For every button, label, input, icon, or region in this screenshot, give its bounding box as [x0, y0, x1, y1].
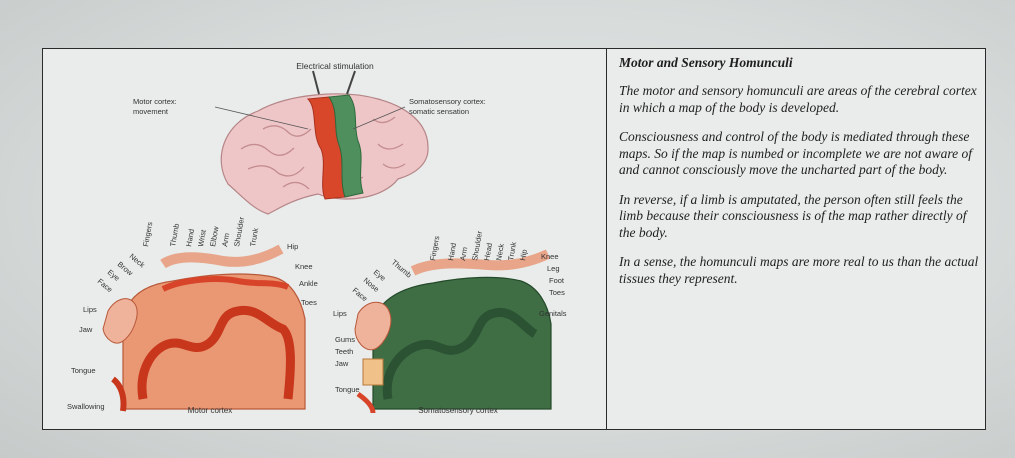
motor-label-elbow: Elbow: [208, 225, 221, 247]
somatosensory-cortex-caption: Somatosensory cortex: [418, 406, 498, 415]
electrical-stimulation-label: Electrical stimulation: [296, 61, 374, 71]
electrode-left: [313, 71, 319, 94]
motor-label-thumb: Thumb: [168, 223, 181, 248]
panel-divider: [606, 49, 607, 429]
sensory-label-head: Head: [482, 242, 494, 261]
sensory-label-neck: Neck: [494, 243, 506, 262]
sensory-label-gums: Gums: [335, 335, 355, 344]
somatosensory-cortex-sublabel: somatic sensation: [409, 107, 469, 116]
explanation-paragraph-2: Consciousness and control of the body is…: [619, 129, 979, 179]
explanation-paragraph-4: In a sense, the homunculi maps are more …: [619, 254, 979, 287]
motor-cortex-label: Motor cortex:: [133, 97, 177, 106]
sensory-label-leg: Leg: [547, 264, 560, 273]
sensory-label-toes: Toes: [549, 288, 565, 297]
motor-label-wrist: Wrist: [196, 228, 208, 247]
sensory-label-face: Face: [351, 286, 370, 304]
motor-label-shoulder: Shoulder: [232, 216, 246, 248]
motor-label-eye: Eye: [106, 268, 122, 283]
motor-homunculus: [103, 249, 305, 411]
sensory-label-hip: Hip: [518, 249, 529, 262]
motor-label-jaw: Jaw: [79, 325, 93, 334]
homunculus-diagram: Electrical stimulation Motor cortex: mov…: [43, 49, 606, 429]
sensory-label-fingers: Fingers: [428, 235, 441, 261]
motor-label-ankle: Ankle: [299, 279, 318, 288]
sensory-label-thumb: Thumb: [390, 258, 414, 280]
sensory-label-teeth: Teeth: [335, 347, 353, 356]
sensory-label-foot: Foot: [549, 276, 565, 285]
sensory-label-genitals: Genitals: [539, 309, 567, 318]
motor-label-hand: Hand: [184, 228, 196, 247]
explanation-paragraph-1: The motor and sensory homunculi are area…: [619, 83, 979, 116]
sensory-label-trunk: Trunk: [506, 241, 518, 261]
brain-illustration: [215, 71, 428, 214]
motor-label-toes: Toes: [301, 298, 317, 307]
electrode-right: [347, 71, 355, 94]
sensory-label-jaw: Jaw: [335, 359, 349, 368]
sensory-label-knee: Knee: [541, 252, 559, 261]
motor-label-fingers: Fingers: [141, 221, 154, 247]
explanation-panel: Motor and Sensory Homunculi The motor an…: [619, 55, 979, 425]
slide-frame: Electrical stimulation Motor cortex: mov…: [42, 48, 986, 430]
motor-cortex-sublabel: movement: [133, 107, 169, 116]
motor-label-knee: Knee: [295, 262, 313, 271]
motor-label-hip: Hip: [287, 242, 298, 251]
motor-label-swallowing: Swallowing: [67, 402, 105, 411]
sensory-label-lips: Lips: [333, 309, 347, 318]
motor-label-trunk: Trunk: [248, 227, 260, 247]
motor-label-tongue: Tongue: [71, 366, 96, 375]
sensory-label-tongue: Tongue: [335, 385, 360, 394]
motor-label-lips: Lips: [83, 305, 97, 314]
explanation-paragraph-3: In reverse, if a limb is amputated, the …: [619, 192, 979, 242]
explanation-title: Motor and Sensory Homunculi: [619, 55, 979, 71]
motor-label-arm: Arm: [220, 232, 231, 247]
homunculus-diagram-panel: Electrical stimulation Motor cortex: mov…: [43, 49, 606, 429]
motor-cortex-caption: Motor cortex: [188, 406, 232, 415]
somatosensory-cortex-label: Somatosensory cortex:: [409, 97, 486, 106]
